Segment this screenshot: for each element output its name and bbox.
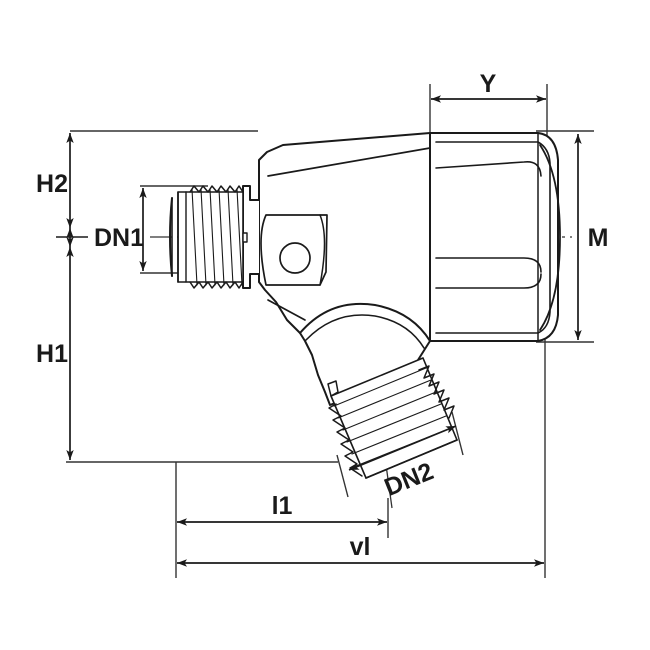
dim-label-m: M	[588, 224, 609, 252]
ext-line-dn2-left	[336, 454, 349, 498]
outlet-axis-centerline	[366, 327, 393, 509]
dim-label-h2: H2	[36, 170, 68, 198]
ext-line-dn2-right	[451, 411, 464, 456]
extension-lines	[66, 84, 594, 578]
outlet-elbow-inner	[305, 314, 425, 349]
thread-flanks	[191, 188, 243, 286]
axis-seal-nub	[242, 232, 248, 243]
side-boss-edge	[319, 214, 326, 286]
knob-inner-profile	[435, 141, 551, 334]
dim-label-dn1: DN1	[94, 224, 144, 252]
knob-rib-upper	[435, 160, 542, 177]
thread-crest-bottom	[189, 281, 244, 289]
dim-label-h1: H1	[36, 340, 68, 368]
side-boss-hole	[279, 242, 311, 274]
dimension-lines	[56, 95, 582, 567]
dim-line-dn2	[348, 425, 457, 471]
knob-rib-lower	[435, 273, 542, 289]
housing-top-taper	[267, 147, 431, 177]
inlet-end-cap	[169, 197, 173, 277]
outlet-thread-crest-right	[418, 365, 455, 419]
outlet-shoulder-notch	[327, 380, 339, 397]
knob-right-silhouette	[539, 144, 561, 331]
thread-crest-top	[189, 185, 244, 193]
dim-label-l1: l1	[272, 492, 293, 520]
knob-rib-lower2	[435, 257, 542, 273]
dim-label-y: Y	[480, 70, 497, 98]
inlet-end-face	[171, 191, 179, 283]
housing-bottom-taper	[267, 299, 306, 321]
dim-label-vl: vl	[350, 533, 371, 561]
adjustment-knob	[429, 132, 559, 342]
